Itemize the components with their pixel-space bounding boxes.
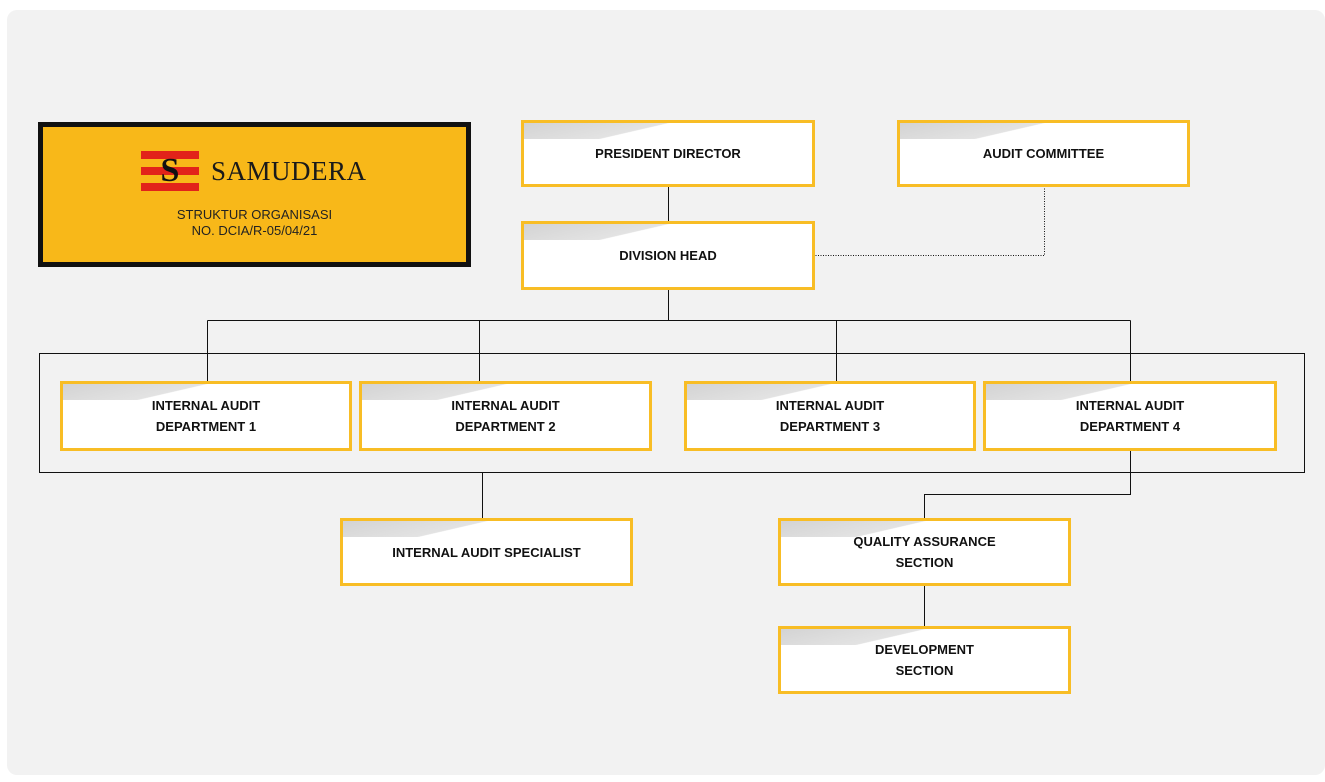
node-internal-audit-department-2: INTERNAL AUDIT DEPARTMENT 2 bbox=[359, 381, 652, 451]
node-internal-audit-specialist: INTERNAL AUDIT SPECIALIST bbox=[340, 518, 633, 586]
node-label-line2: SECTION bbox=[895, 555, 954, 570]
node-audit-committee: AUDIT COMMITTEE bbox=[897, 120, 1190, 187]
node-label-line1: DEVELOPMENT bbox=[875, 642, 974, 657]
document-title: STRUKTUR ORGANISASI bbox=[176, 207, 333, 222]
node-label-line2: DEPARTMENT 3 bbox=[779, 419, 881, 434]
node-label-line1: INTERNAL AUDIT bbox=[151, 398, 261, 413]
node-label: DIVISION HEAD bbox=[619, 248, 717, 263]
node-label-line2: DEPARTMENT 2 bbox=[455, 419, 556, 434]
node-label-line2: SECTION bbox=[895, 663, 954, 678]
company-logo-card: S SAMUDERA STRUKTUR ORGANISASI NO. DCIA/… bbox=[38, 122, 471, 267]
document-number: NO. DCIA/R-05/04/21 bbox=[191, 223, 318, 238]
node-label-line1: INTERNAL AUDIT bbox=[451, 398, 560, 413]
node-internal-audit-department-4: INTERNAL AUDIT DEPARTMENT 4 bbox=[983, 381, 1277, 451]
node-label-line2: DEPARTMENT 4 bbox=[1079, 419, 1181, 434]
node-label-line1: INTERNAL AUDIT bbox=[1075, 398, 1185, 413]
node-label: INTERNAL AUDIT SPECIALIST bbox=[392, 544, 581, 560]
samudera-logo: S SAMUDERA bbox=[141, 151, 367, 191]
emblem-letter: S bbox=[160, 152, 180, 189]
samudera-emblem-icon: S bbox=[141, 151, 199, 191]
node-development-section: DEVELOPMENT SECTION bbox=[778, 626, 1071, 694]
node-label: PRESIDENT DIRECTOR bbox=[595, 146, 741, 161]
connector-dept4-qa bbox=[924, 450, 1131, 519]
node-president-director: PRESIDENT DIRECTOR bbox=[521, 120, 815, 187]
node-label-line1: QUALITY ASSURANCE bbox=[853, 534, 996, 549]
node-label: AUDIT COMMITTEE bbox=[982, 146, 1105, 161]
node-internal-audit-department-3: INTERNAL AUDIT DEPARTMENT 3 bbox=[684, 381, 976, 451]
connector-audit-committee-division bbox=[813, 186, 1045, 256]
node-division-head: DIVISION HEAD bbox=[521, 221, 815, 290]
node-internal-audit-department-1: INTERNAL AUDIT DEPARTMENT 1 bbox=[60, 381, 352, 451]
node-quality-assurance-section: QUALITY ASSURANCE SECTION bbox=[778, 518, 1071, 586]
node-label-line2: DEPARTMENT 1 bbox=[155, 419, 257, 434]
node-label-line1: INTERNAL AUDIT bbox=[775, 398, 885, 413]
department-group-frame bbox=[39, 353, 1305, 473]
brand-name: SAMUDERA bbox=[211, 155, 367, 186]
